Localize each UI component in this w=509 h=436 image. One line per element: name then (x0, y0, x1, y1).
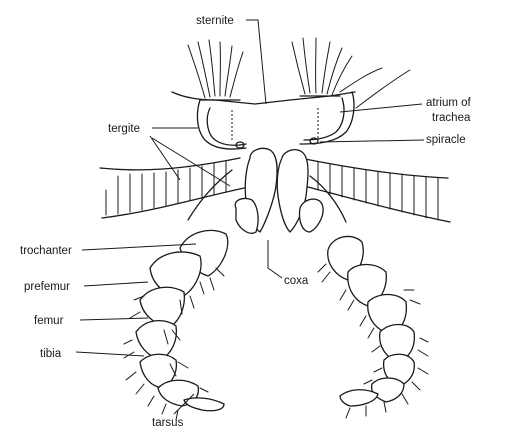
atrium-leader (340, 104, 422, 112)
coxa-leader (268, 240, 282, 278)
sternite-leader (246, 20, 266, 104)
spiracle-leader (320, 140, 424, 142)
label-spiracle: spiracle (426, 134, 466, 146)
label-coxa: coxa (284, 275, 309, 287)
right-leg (318, 236, 428, 418)
prefemur-leader (84, 282, 148, 286)
trochanter-leader (82, 244, 196, 250)
left-leg (124, 230, 228, 420)
label-tibia: tibia (40, 348, 62, 360)
tergite-left (100, 158, 244, 218)
label-tarsus: tarsus (152, 417, 184, 429)
label-sternite: sternite (196, 15, 234, 27)
label-atrium-of: atrium of (426, 97, 472, 109)
label-trochanter: trochanter (20, 245, 72, 257)
label-prefemur: prefemur (24, 281, 70, 293)
femur-leader (80, 318, 148, 320)
label-trachea: trachea (432, 112, 471, 124)
label-femur: femur (34, 315, 64, 327)
label-tergite: tergite (108, 123, 140, 135)
setae-tuft-left (188, 40, 243, 100)
sternite-plate (172, 92, 355, 149)
